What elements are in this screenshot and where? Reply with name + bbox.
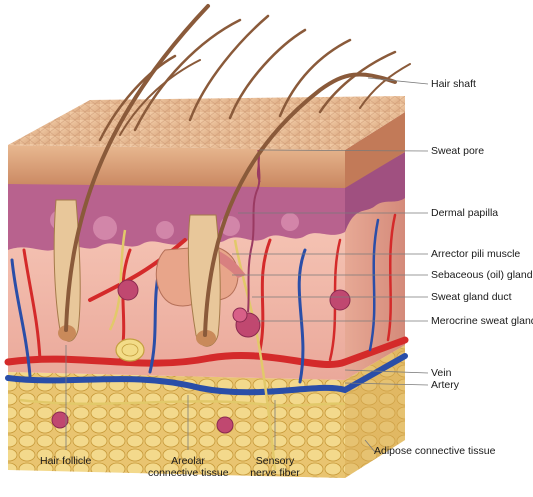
hair-shaft [64, 4, 210, 332]
label-sweat-gland-duct: Sweat gland duct [431, 291, 512, 303]
hair-follicle-group [53, 199, 221, 347]
label-adipose-tissue: Adipose connective tissue [374, 445, 496, 457]
epidermis-layer [8, 145, 345, 188]
sweat-duct [247, 149, 261, 313]
label-dermal-papilla: Dermal papilla [431, 207, 499, 219]
label-artery: Artery [431, 379, 460, 391]
label-sensory-line2: nerve fiber [250, 467, 300, 479]
label-sensory-line1: Sensory [255, 455, 295, 467]
nerve-fiber [233, 239, 277, 471]
label-areolar-line2: connective tissue [148, 467, 229, 479]
label-merocrine-sweat-gland: Merocrine sweat gland [431, 315, 533, 327]
label-areolar-line1: Areolar [171, 455, 205, 467]
label-sweat-pore: Sweat pore [431, 145, 485, 157]
vein-vessel [5, 353, 408, 396]
skin-surface [8, 96, 405, 150]
label-sebaceous-gland: Sebaceous (oil) gland [431, 269, 533, 281]
label-vein: Vein [431, 367, 452, 379]
label-arrector-pili-muscle: Arrector pili muscle [431, 248, 521, 260]
label-hair-shaft: Hair shaft [431, 78, 476, 90]
label-hair-follicle: Hair follicle [40, 455, 92, 467]
pacinian-corpuscle [115, 338, 145, 362]
papillary-layer [8, 182, 345, 251]
hair-follicle [53, 199, 81, 342]
artery-vessel [4, 336, 409, 368]
